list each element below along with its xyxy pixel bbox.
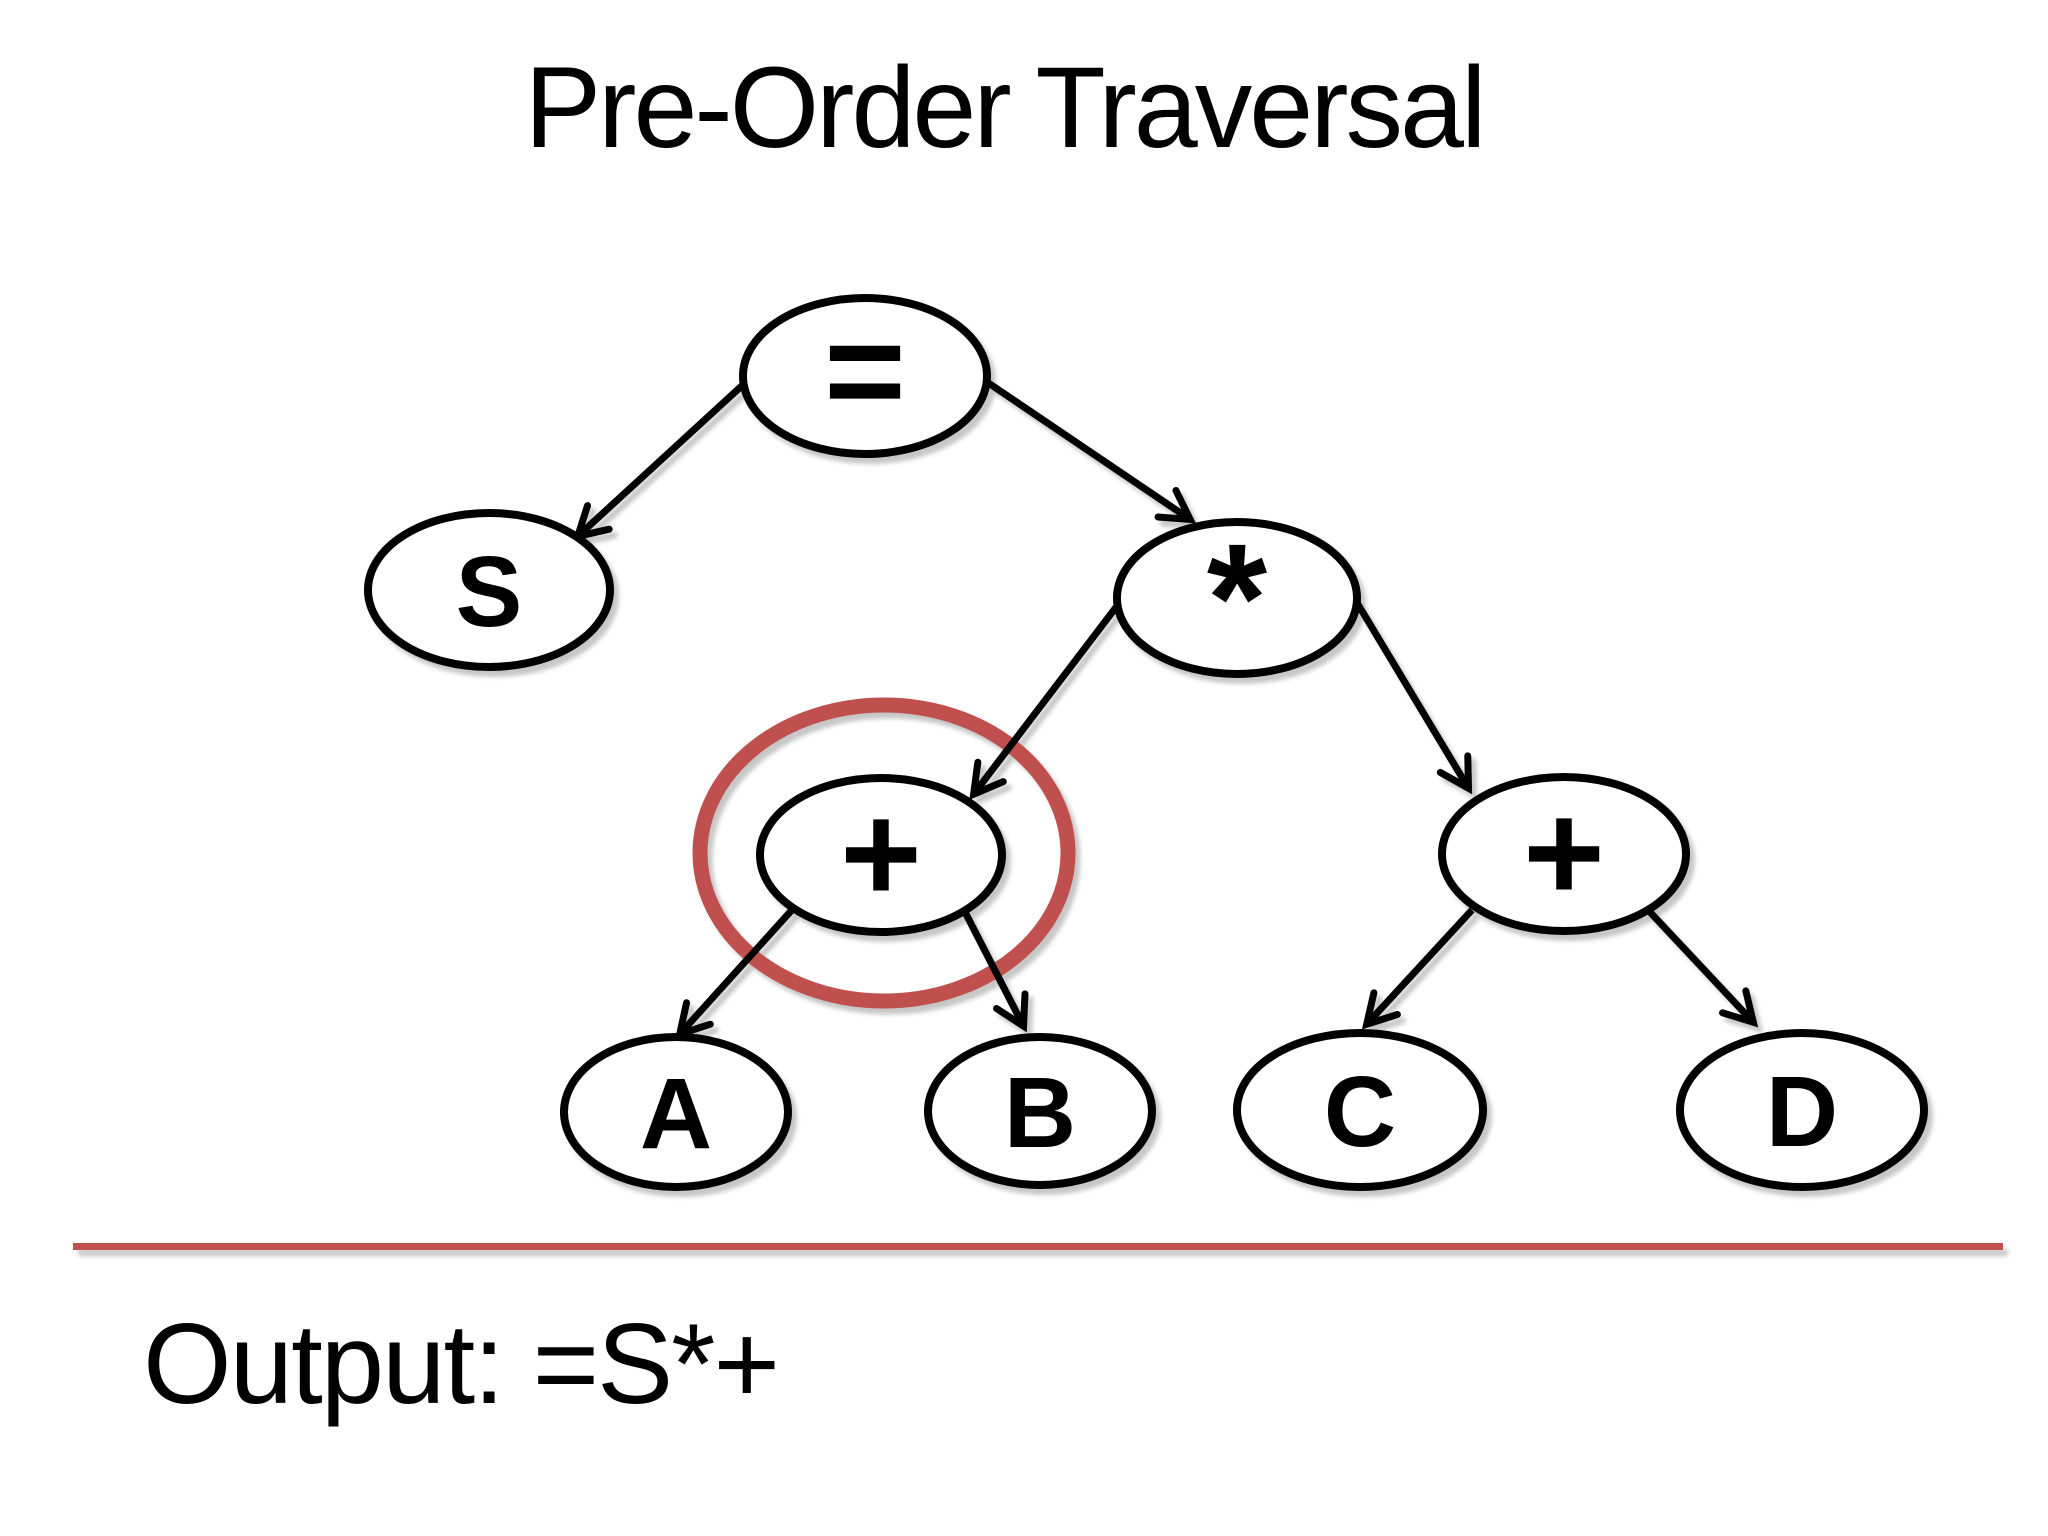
tree-node-S — [364, 509, 614, 671]
tree-layer: = S * + + A B C D — [364, 292, 1928, 1191]
node-label-eq: = — [824, 292, 906, 449]
divider-line — [73, 1243, 2003, 1250]
node-label-mul: * — [1207, 512, 1268, 685]
highlight-ring — [692, 697, 1076, 1009]
tree-node-plusL — [756, 774, 1006, 936]
tree-edge-eq-S — [572, 379, 749, 542]
tree-edge-plusR-C — [1361, 907, 1475, 1030]
tree-edge-plusL-A — [674, 908, 794, 1040]
tree-edge-mul-plusR — [1353, 599, 1473, 795]
tree-edge-eq-mul — [982, 377, 1197, 524]
slide-title: Pre-Order Traversal — [524, 44, 1483, 172]
node-label-A: A — [640, 1058, 712, 1170]
node-label-plusL: + — [840, 775, 922, 932]
tree-edge-plusL-B — [961, 910, 1029, 1033]
tree-node-mul — [1113, 518, 1361, 678]
tree-node-C — [1233, 1029, 1487, 1191]
tree-node-D — [1676, 1029, 1928, 1191]
tree-edge-mul-plusL — [969, 599, 1123, 800]
tree-edge-plusR-D — [1646, 908, 1759, 1028]
divider-rule — [73, 1243, 2003, 1250]
node-label-S: S — [456, 536, 523, 648]
node-label-plusR: + — [1523, 774, 1605, 931]
node-label-D: D — [1766, 1056, 1838, 1168]
tree-node-B — [924, 1033, 1156, 1189]
tree-node-eq — [739, 294, 991, 458]
node-label-C: C — [1324, 1056, 1396, 1168]
output-text: Output: =S*+ — [143, 1301, 778, 1428]
node-label-B: B — [1004, 1057, 1076, 1169]
tree-node-plusR — [1438, 773, 1690, 935]
tree-node-A — [560, 1033, 792, 1191]
